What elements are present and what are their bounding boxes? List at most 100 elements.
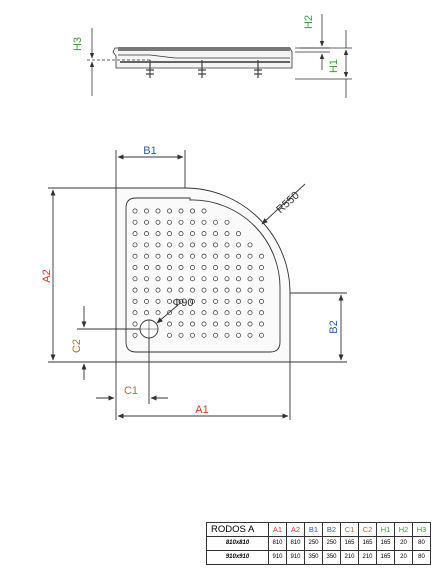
- anti-slip-dot: [247, 310, 253, 316]
- tray-rim: [118, 47, 290, 51]
- anti-slip-dot: [259, 287, 264, 293]
- anti-slip-dot: [213, 265, 218, 270]
- anti-slip-dot: [155, 208, 161, 214]
- anti-slip-dot: [190, 242, 195, 248]
- anti-slip-dot: [167, 321, 172, 327]
- anti-slip-dot: [247, 265, 253, 270]
- cell: 910: [268, 550, 287, 565]
- anti-slip-dot: [178, 310, 184, 316]
- drain-cross: [140, 320, 158, 338]
- cell: 20: [394, 536, 413, 551]
- anti-slip-dot: [224, 219, 230, 225]
- table-row: 810x810 810 810 250 250 165 165 165 20 8…: [206, 536, 431, 551]
- anti-slip-dot: [259, 332, 264, 338]
- anti-slip-dot: [190, 332, 195, 338]
- anti-slip-dot: [178, 219, 184, 225]
- anti-slip-dot: [201, 332, 207, 338]
- anti-slip-dot: [201, 298, 207, 304]
- tray-inner-line: [118, 54, 290, 59]
- anti-slip-dot: [201, 276, 207, 282]
- anti-slip-dot: [167, 265, 172, 270]
- cell: 250: [304, 536, 323, 551]
- cell: 250: [322, 536, 341, 551]
- anti-slip-dot: [167, 298, 172, 304]
- anti-slip-dot: [132, 208, 138, 214]
- anti-slip-dot: [201, 321, 207, 327]
- spec-table: RODOS A A1 A2 B1 B2 C1 C2 H1 H2 H3 810x8…: [206, 522, 431, 565]
- anti-slip-dot: [259, 321, 264, 327]
- anti-slip-dot: [201, 265, 207, 270]
- anti-slip-dot: [213, 253, 218, 259]
- anti-slip-dot: [201, 242, 207, 248]
- anti-slip-dot: [236, 265, 241, 270]
- anti-slip-dot: [144, 242, 149, 248]
- anti-slip-dot: [167, 231, 172, 237]
- anti-slip-dot: [155, 231, 161, 237]
- anti-slip-dot: [236, 253, 241, 259]
- label-h1: H1: [328, 59, 340, 73]
- anti-slip-dot: [247, 242, 253, 248]
- anti-slip-dot: [224, 298, 230, 304]
- anti-slip-dot: [144, 231, 149, 237]
- anti-slip-dot: [247, 276, 253, 282]
- anti-slip-dot: [155, 219, 161, 225]
- anti-slip-dot: [247, 287, 253, 293]
- anti-slip-dot: [155, 287, 161, 293]
- col-h2: H2: [394, 522, 413, 537]
- anti-slip-dot: [144, 276, 149, 282]
- anti-slip-dot: [155, 276, 161, 282]
- anti-slip-dot: [167, 253, 172, 259]
- anti-slip-dot: [190, 231, 195, 237]
- anti-slip-dot: [201, 287, 207, 293]
- anti-slip-dot: [190, 298, 195, 304]
- anti-slip-dot: [236, 276, 241, 282]
- label-drain-diameter: Φ90: [172, 297, 193, 309]
- anti-slip-dot: [144, 298, 149, 304]
- label-radius: R550: [274, 190, 302, 217]
- anti-slip-dot: [132, 321, 138, 327]
- col-b1: B1: [304, 522, 323, 537]
- label-b2: B2: [328, 320, 340, 333]
- anti-slip-dot: [178, 242, 184, 248]
- anti-slip-dot: [201, 208, 207, 214]
- anti-slip-dot: [132, 219, 138, 225]
- tray-basin: [125, 197, 281, 353]
- col-c2: C2: [358, 522, 377, 537]
- anti-slip-dot: [224, 310, 230, 316]
- anti-slip-dot: [247, 332, 253, 338]
- anti-slip-dot: [155, 242, 161, 248]
- anti-slip-dot: [236, 321, 241, 327]
- row-model: 810x810: [206, 536, 269, 551]
- anti-slip-dot: [178, 298, 184, 304]
- anti-slip-dot: [213, 310, 218, 316]
- anti-slip-dot: [144, 265, 149, 270]
- anti-slip-dot: [132, 332, 138, 338]
- anti-slip-dot: [178, 287, 184, 293]
- anti-slip-dot: [132, 276, 138, 282]
- plan-view: [48, 150, 347, 420]
- anti-slip-dot: [144, 219, 149, 225]
- label-a1: A1: [195, 404, 208, 416]
- col-h1: H1: [376, 522, 395, 537]
- anti-slip-dot: [132, 265, 138, 270]
- cell: 165: [358, 536, 377, 551]
- anti-slip-dot: [259, 310, 264, 316]
- anti-slip-dot: [190, 276, 195, 282]
- foot-3: [254, 60, 262, 78]
- anti-slip-dot: [247, 253, 253, 259]
- anti-slip-dot: [224, 332, 230, 338]
- anti-slip-dot: [247, 298, 253, 304]
- cell: 165: [376, 536, 395, 551]
- anti-slip-dot: [190, 310, 195, 316]
- anti-slip-dot: [190, 208, 195, 214]
- anti-slip-dot: [178, 332, 184, 338]
- anti-slip-dot: [155, 253, 161, 259]
- cell: 350: [304, 550, 323, 565]
- anti-slip-dot: [224, 231, 230, 237]
- anti-slip-dot: [247, 321, 253, 327]
- row-model: 910x910: [206, 550, 269, 565]
- label-a2: A2: [41, 269, 53, 282]
- anti-slip-dot: [167, 242, 172, 248]
- anti-slip-dot: [167, 208, 172, 214]
